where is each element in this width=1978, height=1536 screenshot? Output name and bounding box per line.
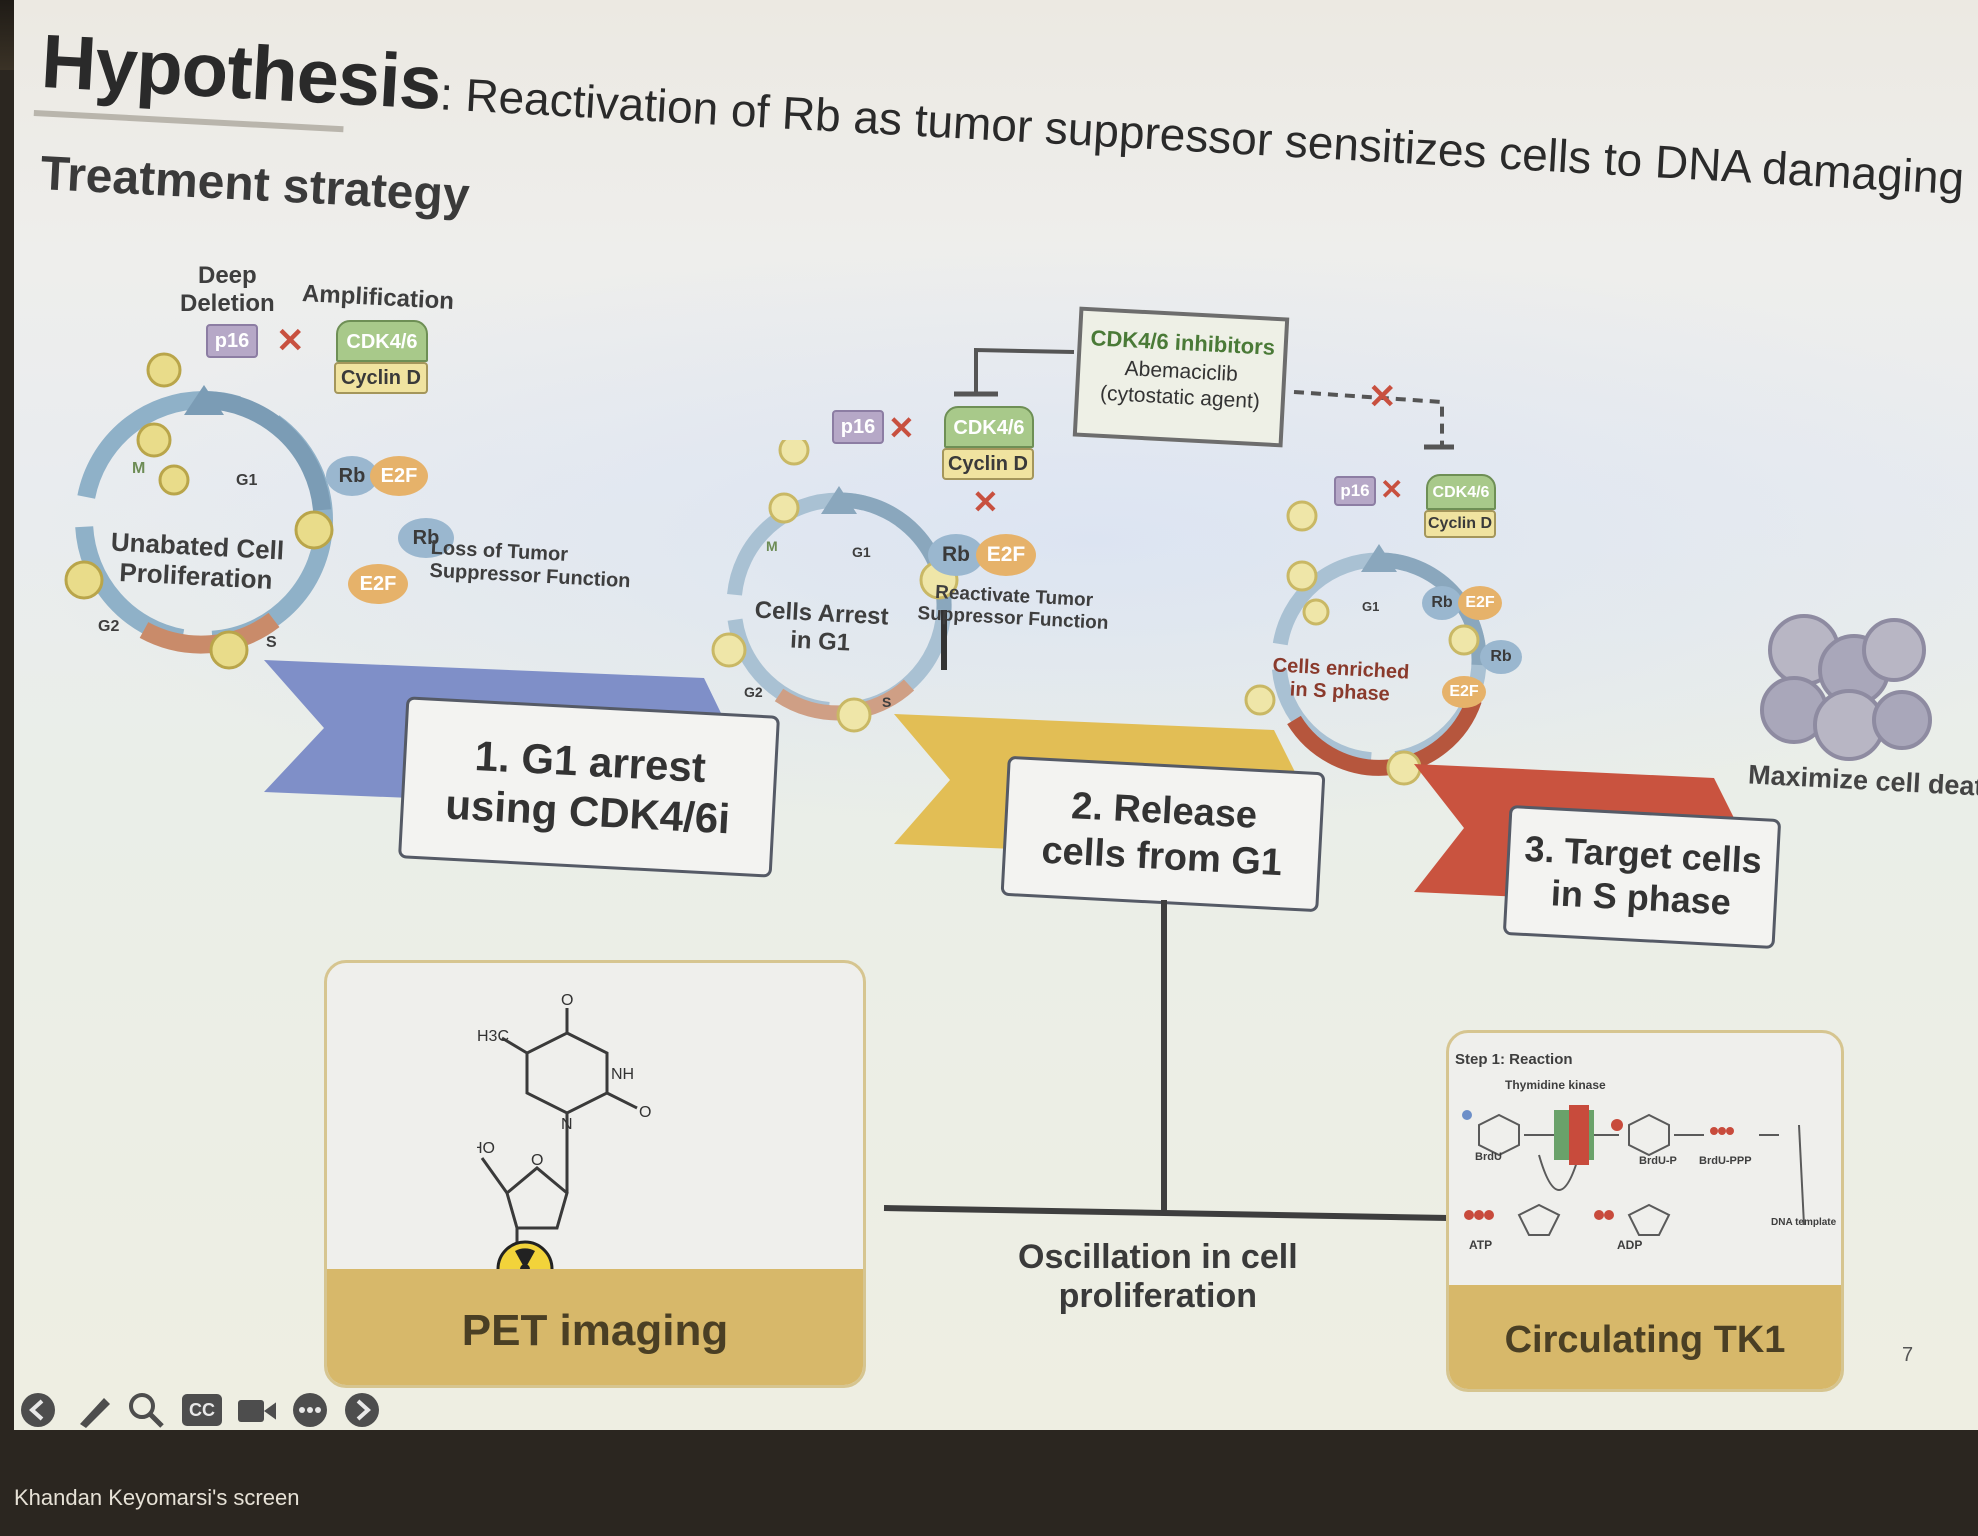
svg-text:HO: HO (477, 1140, 495, 1157)
more-icon[interactable] (290, 1390, 330, 1430)
back-icon[interactable] (18, 1390, 58, 1430)
circulating-tk1-panel: Step 1: Reaction Thymidine kinase (1446, 1030, 1844, 1392)
cdk46-box-3: CDK4/6 (1426, 474, 1496, 510)
cell-cycle-ring-2 (711, 440, 959, 733)
e2f-protein-3: E2F (1458, 586, 1502, 620)
p16-box-3: p16 (1334, 476, 1376, 506)
tk-dna-label: DNA template (1771, 1217, 1837, 1228)
rb-protein-2: Rb (928, 534, 984, 576)
pet-imaging-label: PET imaging (327, 1269, 863, 1385)
dying-cells-cluster (1760, 614, 1932, 761)
svg-text:O: O (639, 1104, 651, 1121)
cdk46-box-2: CDK4/6 (944, 406, 1034, 448)
tk-brdu-label: BrdU (1475, 1151, 1502, 1163)
phase-g2-2: G2 (744, 684, 763, 700)
p16-box: p16 (206, 324, 258, 358)
rb-protein: Rb (326, 456, 378, 496)
svg-text:N: N (561, 1116, 573, 1133)
rb-phosphorylated-3: Rb (1480, 640, 1522, 674)
phase-g2-1: G2 (98, 618, 120, 635)
e2f-free: E2F (348, 564, 408, 604)
cyclin-d-box-2: Cyclin D (942, 448, 1034, 480)
cycle-label-2: Cells Arrest in G1 (754, 596, 890, 657)
cycle-label-1: Unabated Cell Proliferation (110, 526, 285, 595)
svg-text:NH: NH (611, 1066, 634, 1083)
tk-brdup-label: BrdU-P (1639, 1155, 1677, 1167)
cell-cycle-ring-1 (64, 352, 334, 670)
phase-g1-3: G1 (1362, 599, 1380, 614)
cyclin-d-box: Cyclin D (334, 362, 428, 394)
presentation-slide: Hypothesis: Reactivation of Rb as tumor … (14, 0, 1978, 1430)
phase-s-1: S (266, 634, 277, 651)
pen-icon[interactable] (74, 1390, 114, 1430)
camera-icon[interactable] (236, 1390, 276, 1430)
oscillation-label: Oscillation in cell proliferation (1018, 1238, 1298, 1316)
search-icon[interactable] (126, 1390, 166, 1430)
rb-protein-3: Rb (1422, 586, 1462, 620)
tk1-reaction-diagram (1462, 1105, 1805, 1236)
inhibit-cross-icon-3: ✕ (1380, 474, 1404, 505)
page-number: 7 (1902, 1344, 1914, 1366)
tk-atp-label: ATP (1469, 1238, 1493, 1252)
svg-text:H3C: H3C (477, 1028, 509, 1045)
deep-deletion-label: Deep Deletion (180, 262, 275, 317)
step-1-box: 1. G1 arrest using CDK4/6i (398, 696, 780, 878)
presenter-toolbar: CC (14, 1390, 414, 1430)
inhibitor-connectors: ✕ (954, 347, 1454, 450)
forward-icon[interactable] (342, 1390, 382, 1430)
e2f-free-3: E2F (1442, 676, 1486, 708)
p16-box-2: p16 (832, 410, 884, 444)
oscillation-connector (883, 900, 1450, 1221)
step-3-box: 3. Target cells in S phase (1502, 804, 1782, 950)
phase-g1-1: G1 (236, 472, 258, 489)
cdk46-box: CDK4/6 (336, 320, 428, 362)
phase-g1-2: G1 (852, 544, 871, 560)
tk-brduppp-label: BrdU-PPP (1699, 1155, 1752, 1167)
phase-m-1: M (132, 460, 146, 477)
thymidine-structure: O H3C NH O N O HO (477, 993, 651, 1263)
tk-adp-label: ADP (1617, 1238, 1643, 1252)
step-2-box: 2. Release cells from G1 (1000, 755, 1326, 913)
e2f-protein-2: E2F (976, 534, 1036, 576)
cyclin-d-box-3: Cyclin D (1424, 510, 1496, 538)
phase-m-2: M (766, 538, 778, 554)
cycle-label-3: Cells enriched in S phase (1272, 654, 1410, 706)
release-cross-icon: ✕ (972, 484, 999, 520)
phase-s-2: S (882, 694, 892, 710)
svg-text:O: O (531, 1152, 543, 1169)
rb-phosphorylated: Rb (398, 518, 454, 558)
cell-cycle-ring-3 (1244, 500, 1487, 786)
slide-subtitle: Treatment strategy (39, 146, 471, 223)
svg-text:O: O (561, 993, 573, 1009)
inhibit-cross-icon: ✕ (276, 322, 305, 360)
cc-icon[interactable]: CC (180, 1390, 224, 1430)
tk-step-label: Step 1: Reaction (1455, 1051, 1573, 1068)
shared-screen-label: Khandan Keyomarsi's screen (14, 1485, 300, 1510)
tk-enzyme-label: Thymidine kinase (1505, 1078, 1606, 1092)
inhibit-cross-icon-2: ✕ (888, 410, 915, 446)
e2f-protein: E2F (370, 456, 428, 496)
pet-imaging-panel: O H3C NH O N O HO PET imaging (324, 960, 866, 1388)
svg-text:✕: ✕ (1368, 378, 1397, 416)
circulating-tk1-label: Circulating TK1 (1449, 1285, 1841, 1389)
